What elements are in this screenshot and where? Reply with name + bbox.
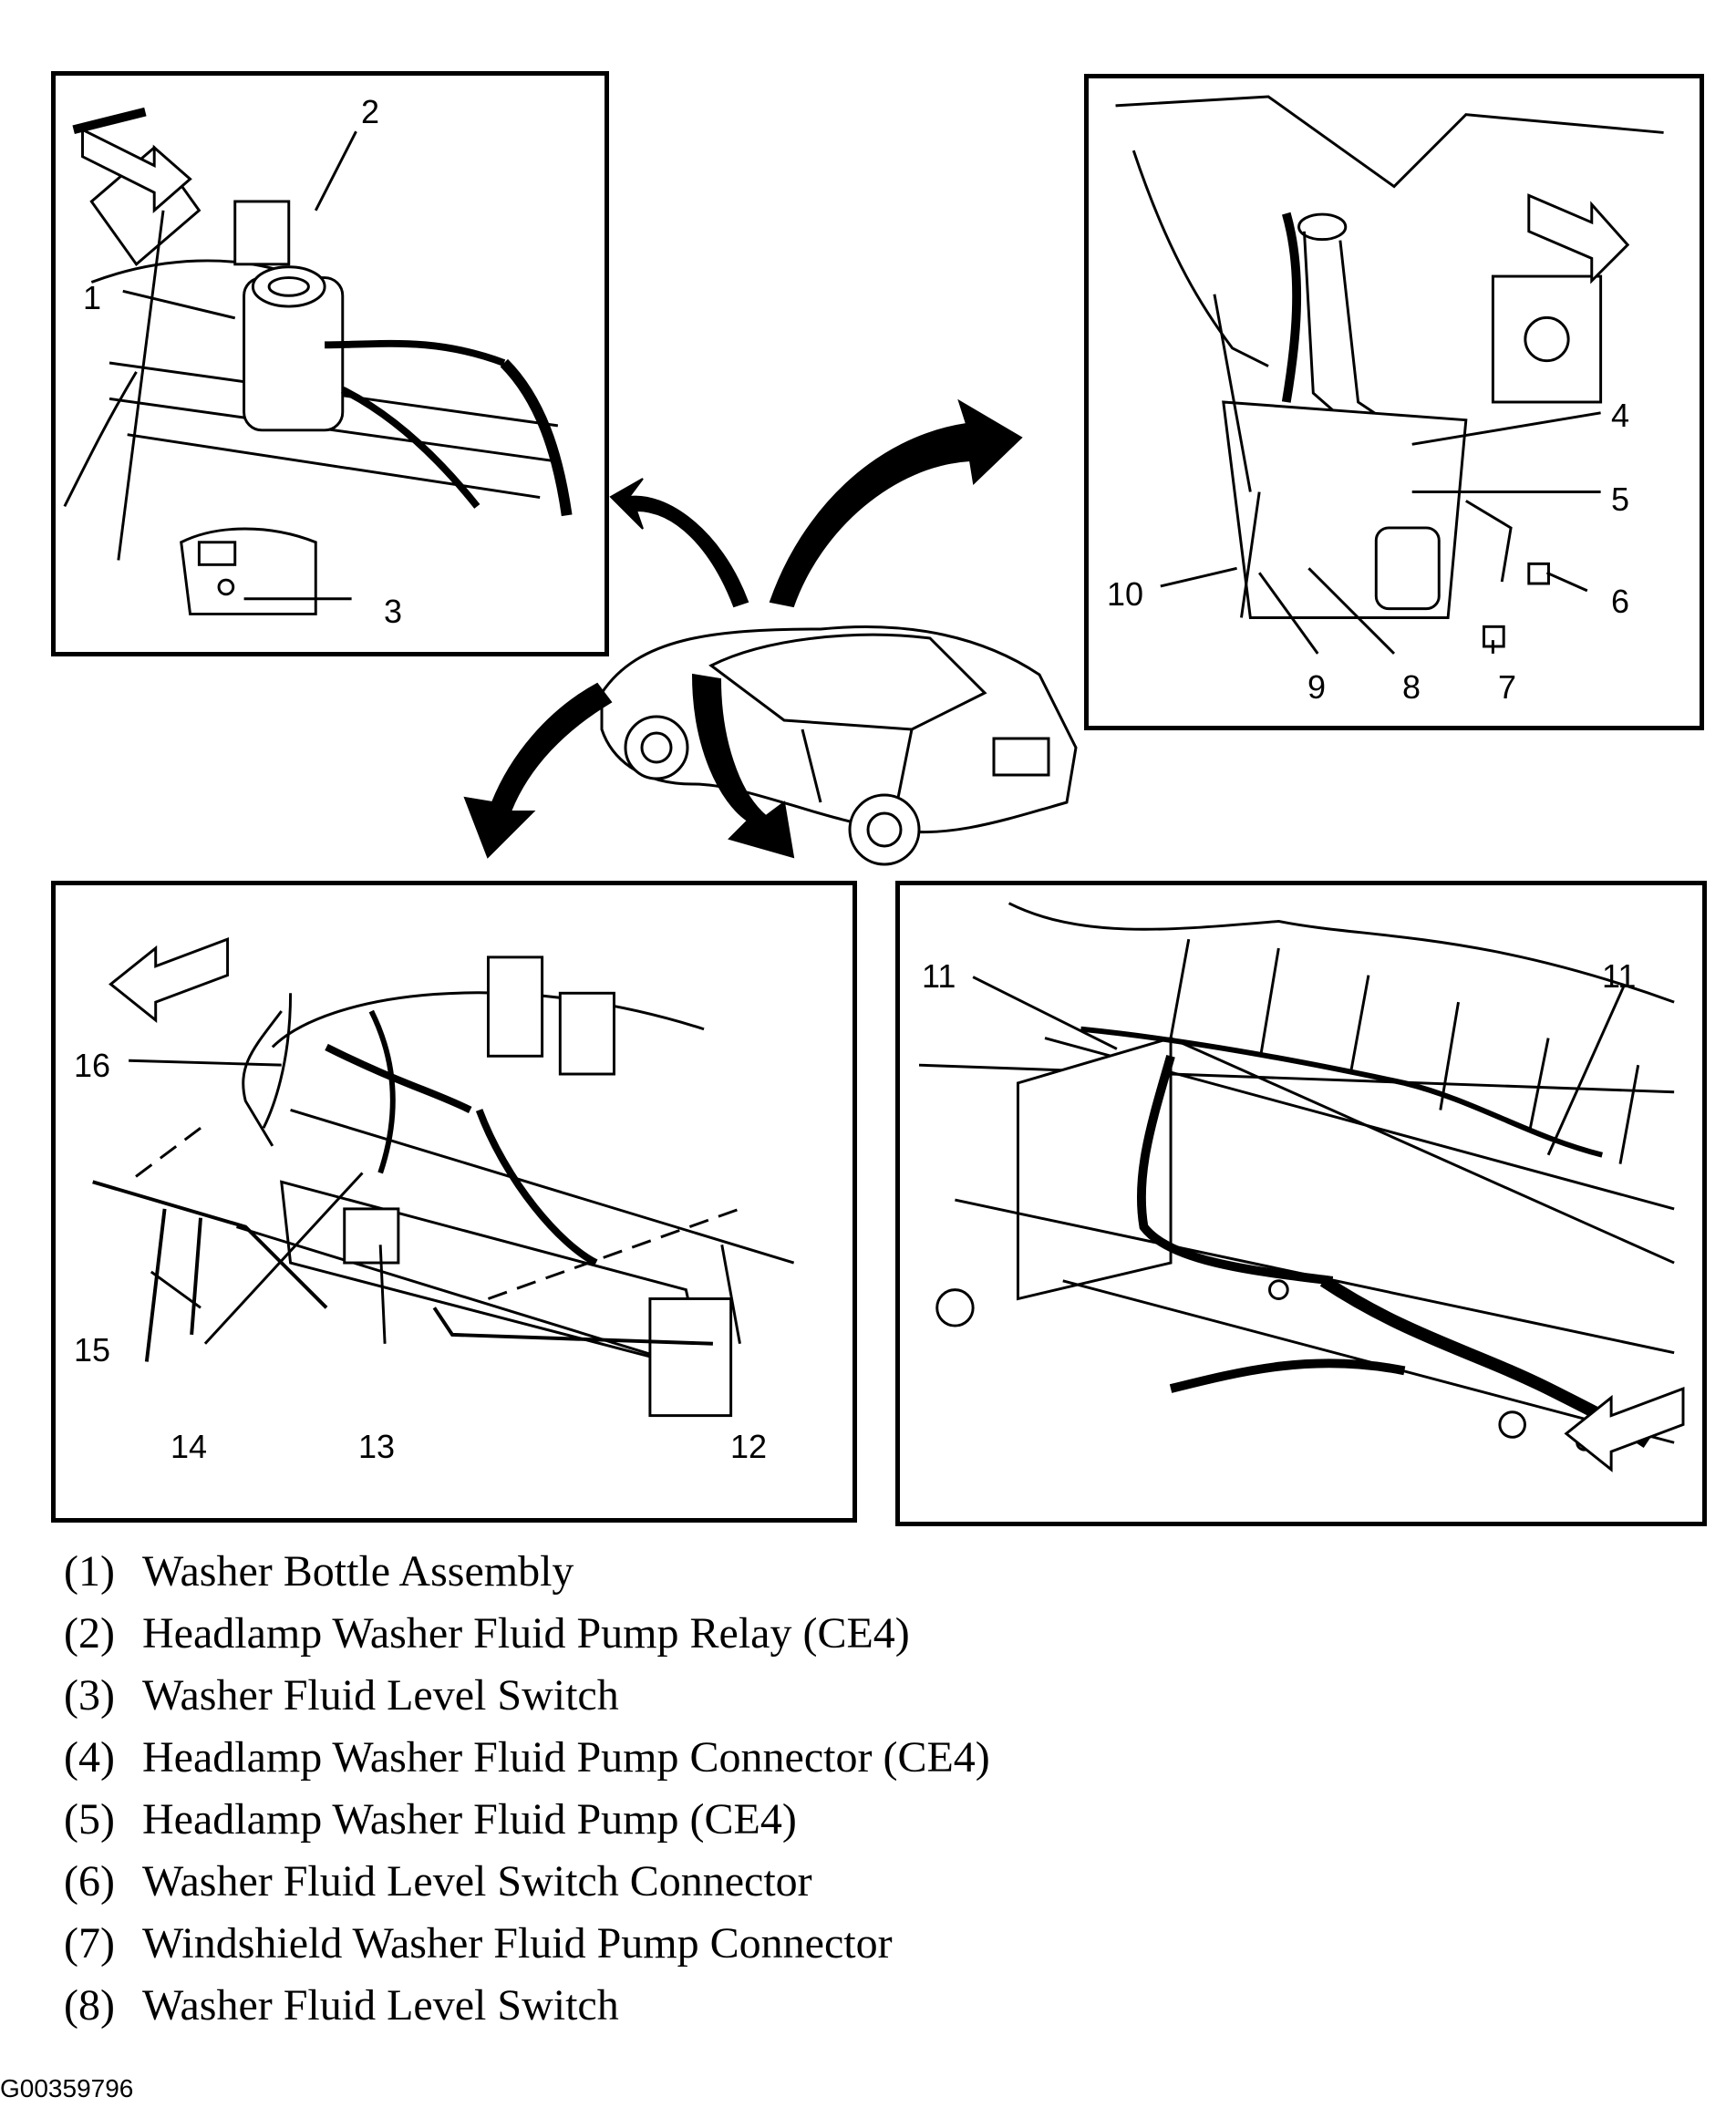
callout-3: 3 [384, 593, 403, 630]
legend-text: Headlamp Washer Fluid Pump Relay (CE4) [142, 1609, 910, 1658]
legend-number: (8) [64, 1981, 115, 2030]
callout-11-left: 11 [922, 957, 956, 995]
legend-item: (7) Windshield Washer Fluid Pump Connecto… [64, 1913, 990, 1975]
legend-number: (5) [64, 1795, 115, 1844]
legend-item: (8) Washer Fluid Level Switch [64, 1975, 990, 2037]
legend-text: Windshield Washer Fluid Pump Connector [142, 1919, 893, 1968]
front-bumper-illustration [92, 937, 795, 1418]
callout-2: 2 [361, 93, 380, 130]
callout-6: 6 [1611, 583, 1630, 620]
legend-text: Washer Bottle Assembly [142, 1547, 574, 1596]
legend-item: (2) Headlamp Washer Fluid Pump Relay (CE4… [64, 1603, 990, 1665]
legend-number: (3) [64, 1671, 115, 1720]
panel-top-left: 1 2 3 [51, 71, 609, 656]
legend-item: (3) Washer Fluid Level Switch [64, 1665, 990, 1727]
callout-13: 13 [358, 1428, 396, 1465]
panel-bottom-left: 16 15 14 13 12 [51, 881, 857, 1523]
figure-id: G00359796 [0, 2074, 134, 2102]
callout-7: 7 [1498, 668, 1517, 706]
callout-11-right: 11 [1602, 957, 1637, 995]
legend-item: (1) Washer Bottle Assembly [64, 1541, 990, 1603]
legend-number: (1) [64, 1547, 115, 1596]
callout-15: 15 [74, 1331, 111, 1369]
panel-top-right: 4 5 6 7 8 9 10 [1084, 74, 1704, 730]
legend-item: (4) Headlamp Washer Fluid Pump Connector … [64, 1727, 990, 1789]
legend-item: (5) Headlamp Washer Fluid Pump (CE4) [64, 1789, 990, 1851]
callout-5: 5 [1611, 480, 1630, 518]
legend-item: (6) Washer Fluid Level Switch Connector [64, 1851, 990, 1913]
legend-number: (6) [64, 1857, 115, 1906]
legend-text: Washer Fluid Level Switch [142, 1981, 619, 2030]
legend-text: Washer Fluid Level Switch Connector [142, 1857, 812, 1906]
callout-10: 10 [1107, 575, 1144, 613]
legend-text: Washer Fluid Level Switch [142, 1671, 619, 1720]
legend-text: Headlamp Washer Fluid Pump (CE4) [142, 1795, 797, 1844]
callout-4: 4 [1611, 397, 1630, 434]
callout-16: 16 [74, 1047, 111, 1084]
callout-12: 12 [730, 1428, 768, 1465]
panel-bottom-right: 11 11 [895, 881, 1707, 1526]
wiring-harness-illustration [918, 902, 1685, 1472]
callout-9: 9 [1307, 668, 1327, 706]
callout-1: 1 [83, 279, 102, 316]
parts-legend: (1) Washer Bottle Assembly (2) Headlamp Wa… [64, 1541, 990, 2037]
washer-bottle-illustration [63, 107, 573, 615]
legend-number: (2) [64, 1609, 115, 1658]
legend-number: (4) [64, 1733, 115, 1782]
washer-pump-illustration [1115, 95, 1664, 655]
legend-number: (7) [64, 1919, 115, 1968]
legend-text: Headlamp Washer Fluid Pump Connector (CE… [142, 1733, 990, 1782]
callout-8: 8 [1402, 668, 1421, 706]
callout-14: 14 [170, 1428, 208, 1465]
